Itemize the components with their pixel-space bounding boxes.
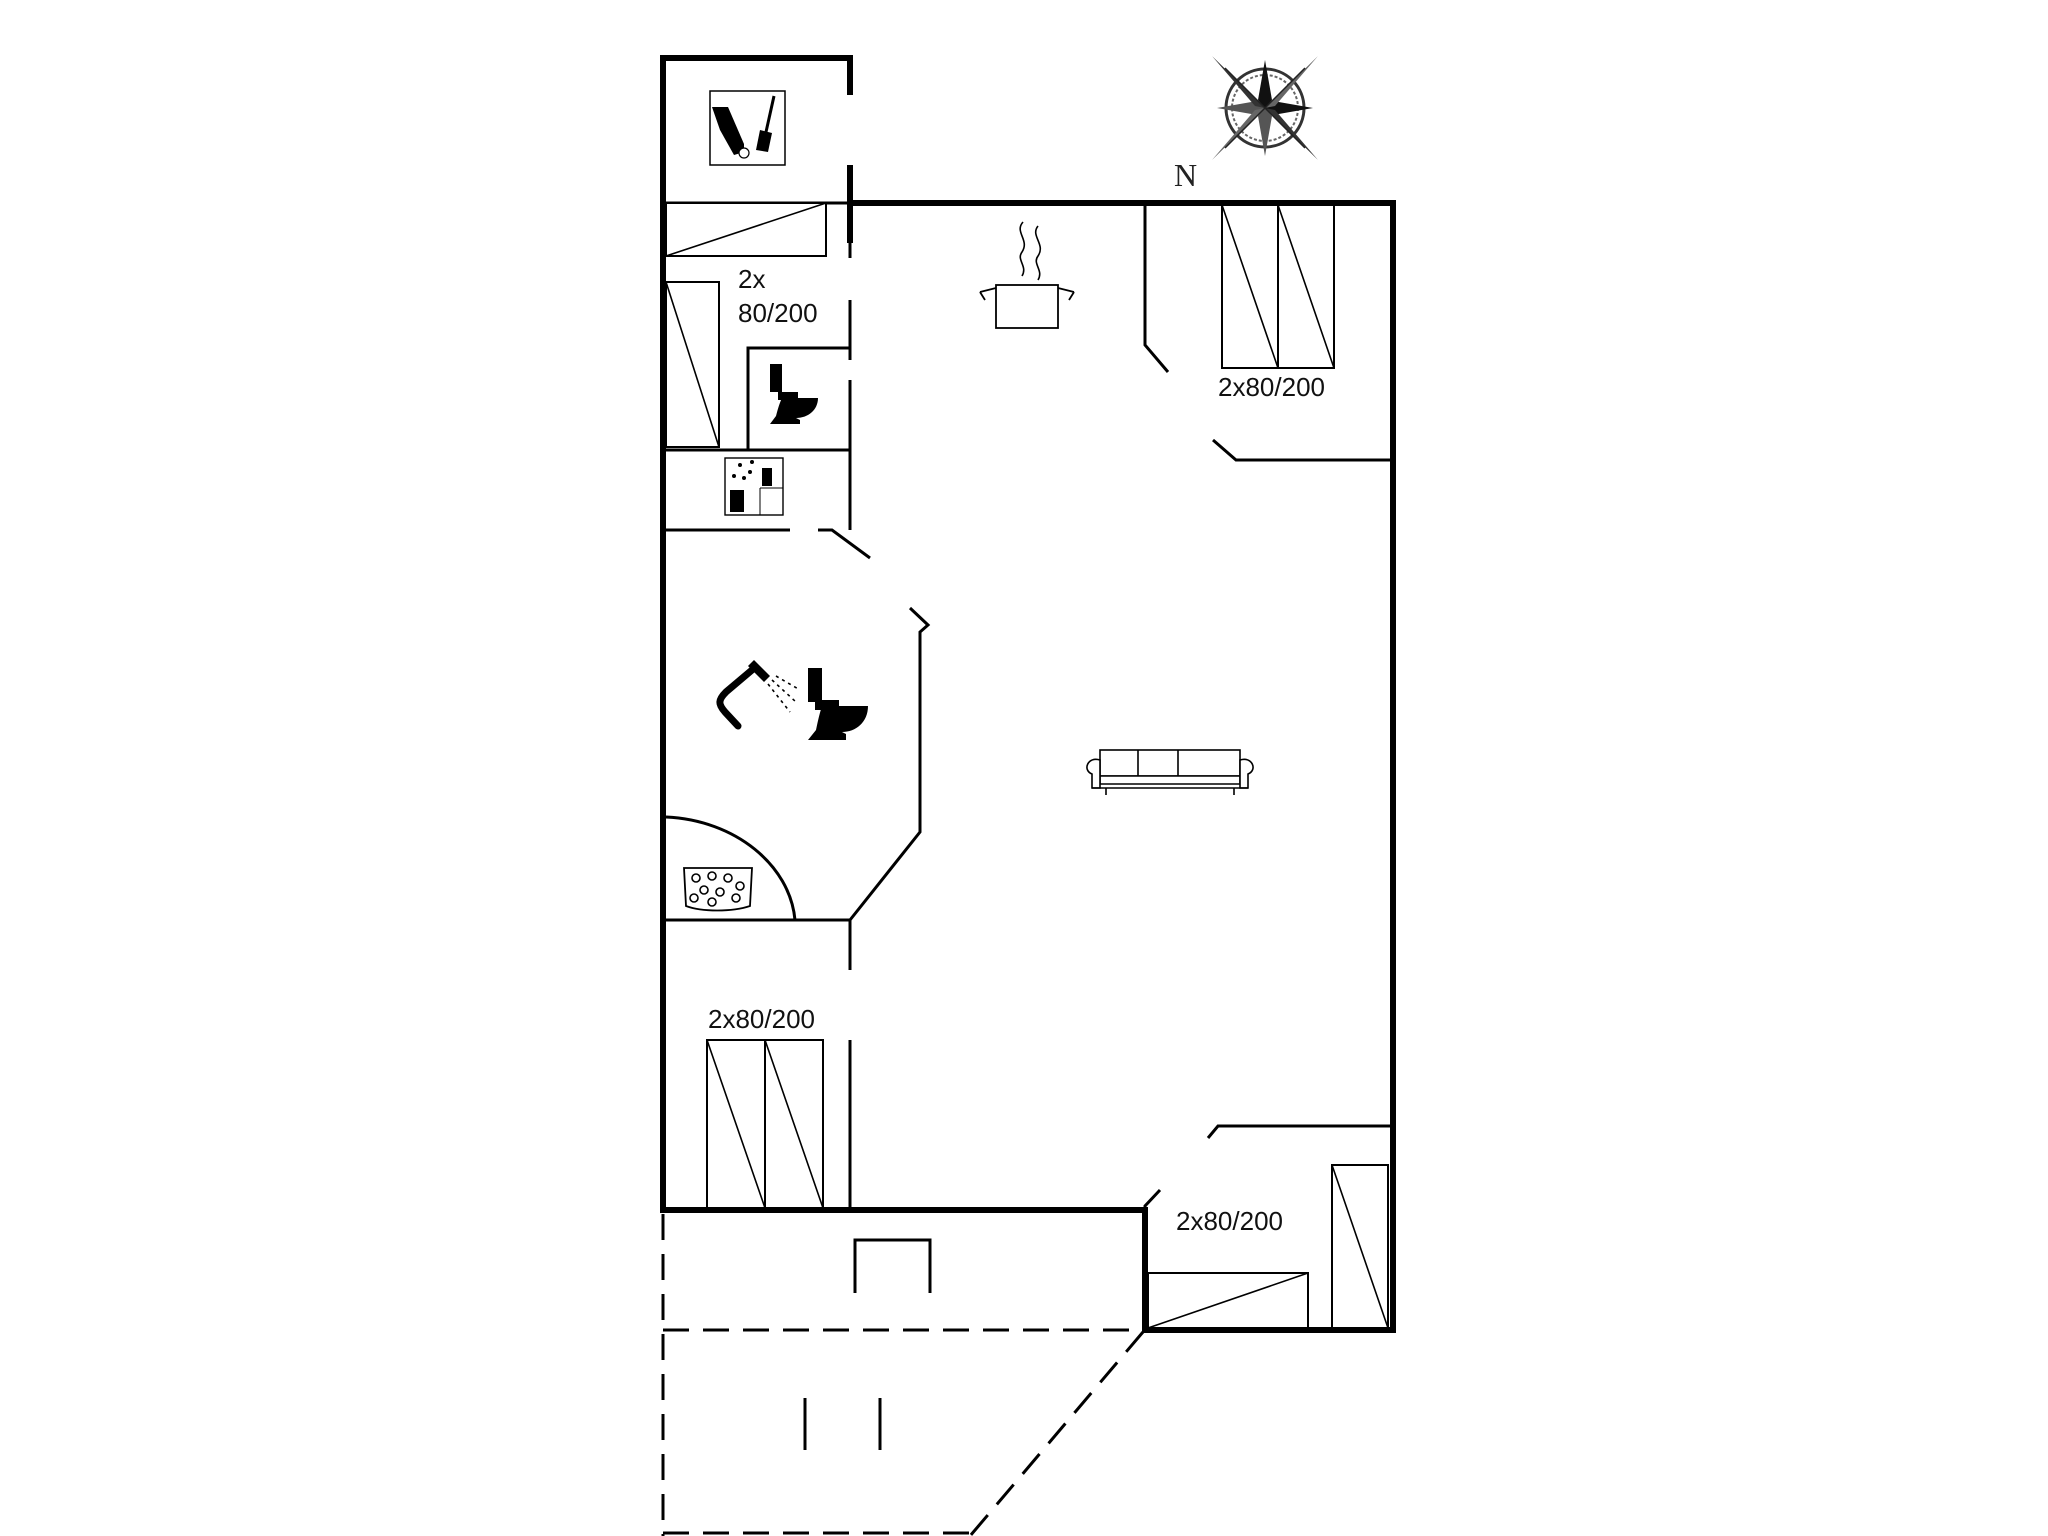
- bed-label-bottom-right: 2x80/200: [1176, 1206, 1283, 1236]
- bed-top-left-vertical: [665, 281, 720, 448]
- interior-walls: [666, 201, 1390, 1210]
- beds-top-right: [1221, 204, 1335, 369]
- whirlpool-icon: [665, 815, 797, 921]
- washer-dryer-icon: [724, 457, 784, 516]
- bed-label-bottom-left: 2x80/200: [708, 1004, 815, 1034]
- utility-room-icon: [709, 90, 786, 166]
- sofa-icon: [1086, 749, 1254, 795]
- terrace-outline: [661, 1214, 1145, 1536]
- bed-label-top-left-line2: 80/200: [738, 298, 818, 328]
- terrace-fixture: [803, 1238, 932, 1450]
- bed-label-top-right: 2x80/200: [1218, 372, 1325, 402]
- beds-bottom-right: [1147, 1164, 1389, 1329]
- compass-rose-icon: [1212, 56, 1318, 160]
- bed-label-top-left-line1: 2x: [738, 264, 765, 294]
- beds-bottom-left: [706, 1039, 824, 1209]
- bath-toilet-icon: [808, 668, 868, 740]
- toilet-icon: [770, 364, 818, 424]
- shower-icon: [716, 660, 801, 730]
- kitchen-pot-icon: [979, 221, 1075, 329]
- bed-top-left-horizontal: [665, 202, 827, 257]
- compass-north-label: N: [1174, 157, 1197, 193]
